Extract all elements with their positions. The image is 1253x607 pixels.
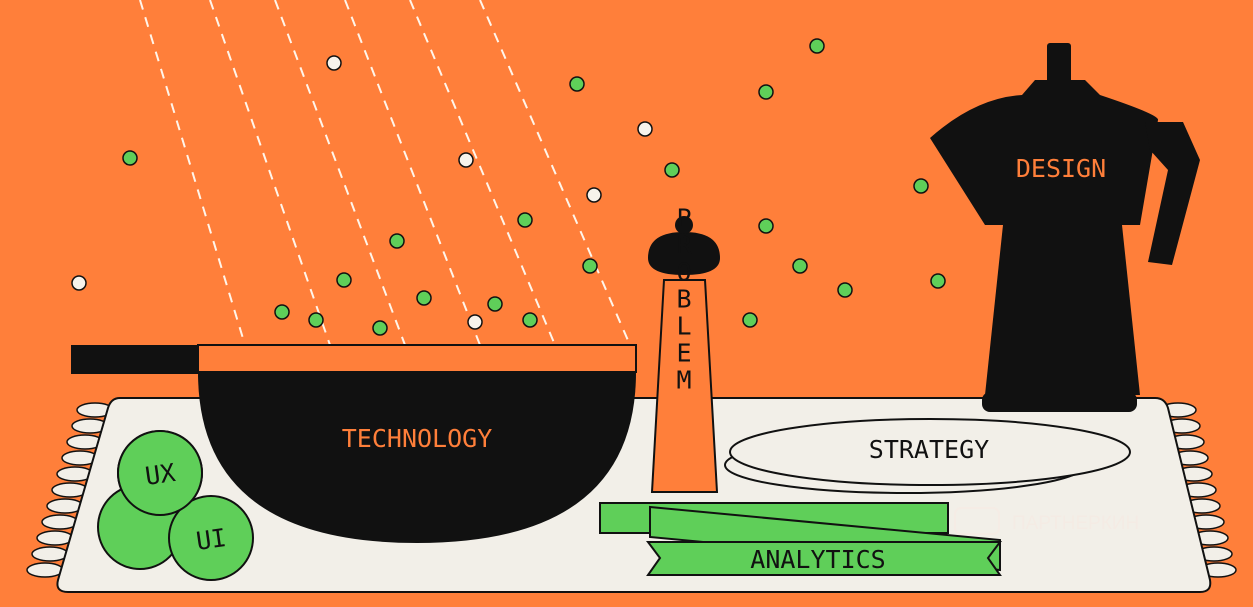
ribbons xyxy=(599,502,1002,576)
ux-label: UX xyxy=(143,458,177,491)
plate xyxy=(724,418,1131,494)
ux-badge-top xyxy=(117,430,203,516)
moka-pot xyxy=(930,43,1200,412)
ui-badge xyxy=(168,495,254,581)
light-rays xyxy=(139,0,631,346)
pan-handle xyxy=(71,345,205,374)
watermark-logo-icon xyxy=(954,507,1000,535)
design-label: DESIGN xyxy=(1016,154,1106,183)
technology-label: TECHNOLOGY xyxy=(342,424,493,453)
problem-label: PROBLEM xyxy=(670,204,699,393)
bowl xyxy=(197,344,637,543)
strategy-label: STRATEGY xyxy=(869,435,989,464)
pepper-shaker xyxy=(648,216,720,493)
watermark-text: ПАРТНЕРКИН xyxy=(1012,513,1139,534)
analytics-label: ANALYTICS xyxy=(750,545,885,574)
floating-dots xyxy=(71,38,946,336)
watermark: ПАРТНЕРКИН xyxy=(954,507,1139,535)
ui-label: UI xyxy=(194,523,228,556)
